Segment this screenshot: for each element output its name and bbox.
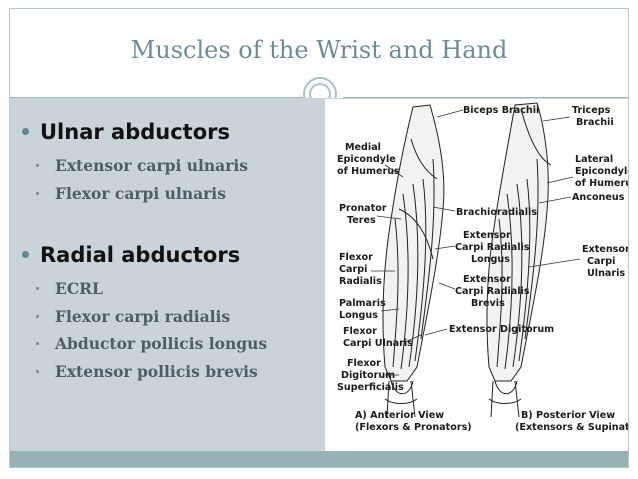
sub-bullet-dot-icon <box>36 163 39 167</box>
label-lateral-line2: Epicondyle <box>575 166 629 177</box>
label-ecu-line1: Extensor <box>582 244 629 255</box>
sub-bullet-text: Extensor carpi ulnaris <box>55 156 248 175</box>
label-ecrb-line2: Carpi Radialis <box>455 286 530 297</box>
label-palmaris-line1: Palmaris <box>339 298 386 309</box>
label-ecu-line3: Ulnaris <box>587 268 625 279</box>
label-lateral-line1: Lateral <box>575 154 613 165</box>
sub-bullet-text: Extensor pollicis brevis <box>55 362 258 381</box>
label-ecrb-line3: Brevis <box>471 298 505 309</box>
forearm-muscles-figure: Biceps Brachii Triceps Brachii Medial Ep… <box>325 99 629 452</box>
label-fcr-line1: Flexor <box>339 252 373 263</box>
bullet-dot-icon <box>22 127 29 135</box>
label-ecrb-line1: Extensor <box>463 274 511 285</box>
bullet-dot-icon <box>22 250 29 258</box>
sub-bullet-dot-icon <box>36 314 39 318</box>
title-divider-right <box>343 97 628 98</box>
sub-bullet-item: Abductor pollicis longus <box>36 334 267 353</box>
label-medial-line2: Epicondyle <box>337 154 396 165</box>
label-anterior-view: A) Anterior View <box>355 410 444 421</box>
sub-bullet-dot-icon <box>36 341 39 345</box>
label-medial-line1: Medial <box>345 142 381 153</box>
sub-bullet-item: Extensor pollicis brevis <box>36 362 258 381</box>
bullet-ulnar-abductors: Ulnar abductors <box>22 120 230 144</box>
sub-bullet-dot-icon <box>36 286 39 290</box>
sub-bullet-dot-icon <box>36 191 39 195</box>
label-palmaris-line2: Longus <box>339 310 378 321</box>
label-ecu-line2: Carpi <box>587 256 615 267</box>
label-biceps-brachii: Biceps Brachii <box>463 105 539 116</box>
label-pronator-line2: Teres <box>347 215 376 226</box>
label-posterior-view: B) Posterior View <box>521 410 615 421</box>
section-heading: Ulnar abductors <box>40 120 230 144</box>
label-triceps-line1: Triceps <box>572 105 611 116</box>
bullet-radial-abductors: Radial abductors <box>22 243 240 267</box>
forearm-muscles-illustration: Biceps Brachii Triceps Brachii Medial Ep… <box>337 102 629 433</box>
label-extensor-digitorum: Extensor Digitorum <box>449 324 554 335</box>
label-pronator-line1: Pronator <box>339 203 387 214</box>
label-lateral-line3: of Humerus <box>575 178 629 189</box>
label-anconeus: Anconeus <box>572 192 625 203</box>
label-ecrl-line2: Carpi Radialis <box>455 242 530 253</box>
label-fds-line1: Flexor <box>347 358 381 369</box>
sub-bullet-text: Flexor carpi ulnaris <box>55 184 226 203</box>
footer-band <box>10 451 628 467</box>
leader-lines <box>371 109 581 376</box>
label-posterior-subtitle: (Extensors & Supinators) <box>515 422 629 433</box>
label-fcr-line3: Radialis <box>339 276 382 287</box>
label-fcu-line2: Carpi Ulnaris <box>343 338 413 349</box>
sub-bullet-dot-icon <box>36 369 39 373</box>
slide-title: Muscles of the Wrist and Hand <box>130 36 508 64</box>
label-fds-line2: Digitorum <box>341 370 395 381</box>
sub-bullet-text: Flexor carpi radialis <box>55 307 231 326</box>
posterior-forearm-drawing <box>486 102 552 418</box>
sub-bullet-text: ECRL <box>55 279 103 298</box>
label-fcu-line1: Flexor <box>343 326 377 337</box>
label-ecrl-line1: Extensor <box>463 230 511 241</box>
label-medial-line3: of Humerus <box>337 166 400 177</box>
sub-bullet-item: Flexor carpi radialis <box>36 307 230 326</box>
label-triceps-line2: Brachii <box>576 117 614 128</box>
label-brachioradialis: Brachioradialis <box>456 207 537 218</box>
label-fcr-line2: Carpi <box>339 264 367 275</box>
sub-bullet-item: Extensor carpi ulnaris <box>36 156 248 175</box>
anterior-forearm-drawing <box>382 104 445 418</box>
sub-bullet-text: Abductor pollicis longus <box>55 334 268 353</box>
slide-frame: Muscles of the Wrist and Hand Ulnar abdu… <box>9 8 629 468</box>
sub-bullet-item: Flexor carpi ulnaris <box>36 184 226 203</box>
sub-bullet-item: ECRL <box>36 279 103 298</box>
label-fds-line3: Superficialis <box>337 382 404 393</box>
figure-labels: Biceps Brachii Triceps Brachii Medial Ep… <box>337 105 629 433</box>
section-heading: Radial abductors <box>40 243 241 267</box>
title-divider-left <box>10 97 303 98</box>
label-anterior-subtitle: (Flexors & Pronators) <box>355 422 472 433</box>
label-ecrl-line3: Longus <box>471 254 510 265</box>
